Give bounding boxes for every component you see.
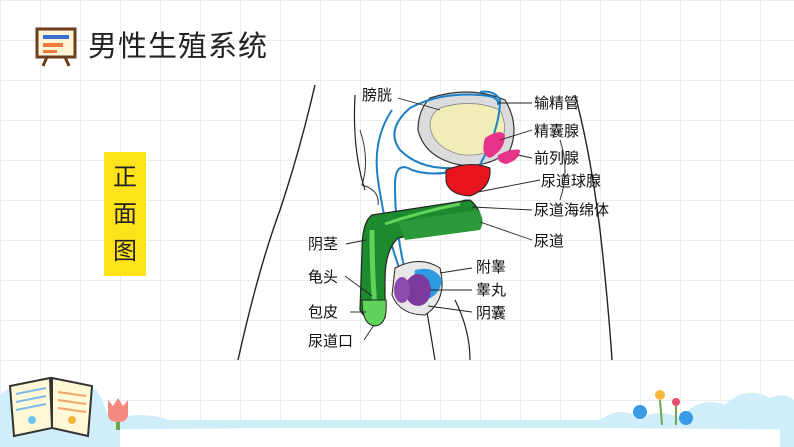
label-bladder: 膀胱: [362, 86, 393, 104]
label-glans: 龟头: [308, 268, 339, 286]
page-title: 男性生殖系统: [88, 29, 269, 63]
label-foreskin: 包皮: [308, 303, 339, 321]
presentation-board-icon: [35, 27, 77, 67]
body-outline-left: [237, 84, 316, 361]
label-urethral-opening: 尿道口: [308, 332, 354, 350]
seminal-vesicle: [483, 132, 505, 158]
vas-deferens-left: [393, 93, 500, 170]
label-seminal-vesicle: 精囊腺: [534, 122, 580, 140]
glans: [361, 299, 387, 327]
label-scrotum: 阴囊: [476, 304, 507, 322]
label-urethra: 尿道: [534, 232, 565, 250]
label-bulbourethral: 尿道球腺: [541, 172, 602, 190]
label-epididymis: 附睾: [476, 258, 507, 276]
body-outline-right: [574, 94, 613, 361]
label-corpus-spongiosum: 尿道海绵体: [534, 201, 610, 219]
front-view-label: 正 面 图: [104, 152, 146, 276]
front-char-2: 面: [113, 199, 137, 228]
prostate: [445, 164, 491, 197]
label-testis: 睾丸: [476, 281, 507, 299]
front-char-1: 正: [113, 162, 137, 191]
label-penis: 阴茎: [308, 235, 339, 253]
tulip-icon: [108, 398, 128, 430]
label-vas-deferens: 输精管: [534, 94, 580, 112]
testis: [405, 274, 431, 306]
front-char-3: 图: [113, 237, 137, 266]
label-prostate: 前列腺: [534, 149, 580, 167]
open-book-icon: [8, 376, 94, 438]
